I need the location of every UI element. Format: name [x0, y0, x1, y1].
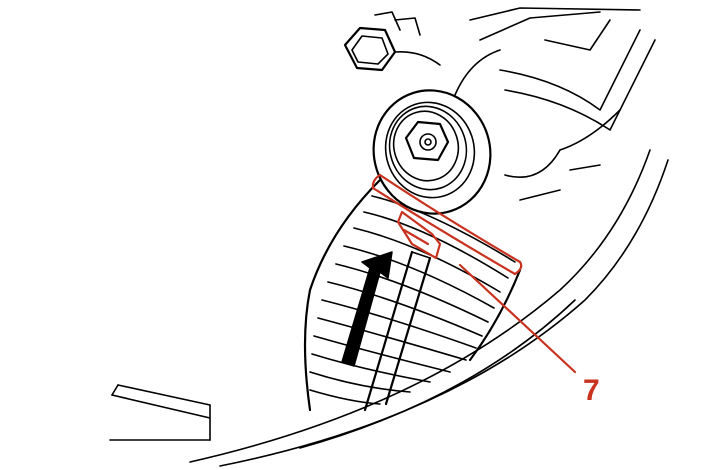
hex-bolt — [343, 11, 441, 72]
direction-arrow-icon — [341, 251, 393, 367]
ball-joint — [372, 89, 492, 215]
clamp-band-highlight — [371, 173, 577, 374]
housing-casting — [454, 7, 656, 201]
callout-number: 7 — [583, 374, 600, 407]
screwdriver-tool — [363, 250, 432, 412]
callout-leader-line — [458, 263, 577, 374]
steering-boot — [303, 178, 522, 412]
lower-bracket — [109, 384, 211, 441]
frame-curves — [189, 149, 669, 467]
